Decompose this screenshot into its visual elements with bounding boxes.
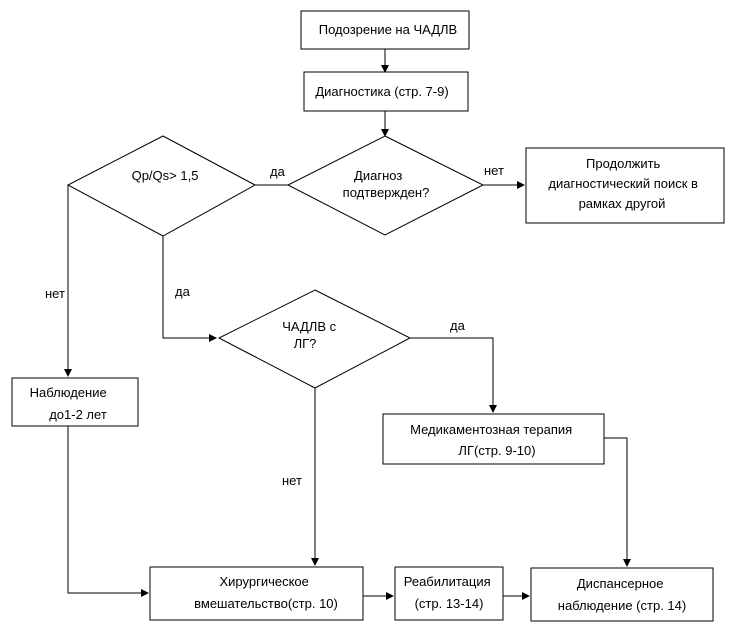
label-ratio-no: нет bbox=[45, 286, 65, 301]
edge-drug-dispensary bbox=[604, 437, 631, 567]
node-suspicion: Подозрение на ЧАДЛВ bbox=[300, 10, 470, 50]
node-ph: ЧАДЛВ с ЛГ? bbox=[217, 289, 412, 389]
label-ph-yes: да bbox=[450, 318, 466, 333]
node-observation-text: Наблюдение до1-2 лет bbox=[30, 385, 111, 422]
edge-ph-drug bbox=[410, 337, 497, 413]
node-observation: Наблюдение до1-2 лет bbox=[11, 377, 139, 427]
node-continue-search: Продолжить диагностический поиск в рамка… bbox=[525, 147, 725, 224]
node-diagnostics-text: Диагностика (стр. 7-9) bbox=[315, 84, 448, 99]
node-rehab-text: Реабилитация (стр. 13-14) bbox=[404, 574, 495, 611]
node-ratio: Qp/Qs> 1,5 bbox=[66, 135, 257, 237]
label-ratio-yes: да bbox=[175, 284, 191, 299]
edge-ratio-ph bbox=[162, 236, 217, 342]
node-confirmed: Диагноз подтвержден? bbox=[286, 135, 485, 236]
edge-observation-surgery bbox=[67, 426, 149, 597]
node-continue-search-text: Продолжить диагностический поиск в рамка… bbox=[548, 156, 701, 211]
label-confirmed-no: нет bbox=[484, 163, 504, 178]
node-drug-therapy: Медикаментозная терапия ЛГ(стр. 9-10) bbox=[382, 413, 605, 465]
node-rehab: Реабилитация (стр. 13-14) bbox=[394, 566, 504, 621]
node-suspicion-text: Подозрение на ЧАДЛВ bbox=[319, 22, 457, 37]
node-diagnostics: Диагностика (стр. 7-9) bbox=[303, 71, 469, 112]
node-drug-therapy-text: Медикаментозная терапия ЛГ(стр. 9-10) bbox=[410, 422, 576, 458]
node-ratio-text: Qp/Qs> 1,5 bbox=[132, 168, 199, 183]
node-dispensary: Диспансерное наблюдение (стр. 14) bbox=[530, 567, 714, 622]
node-surgery-text: Хирургическое вмешательство(стр. 10) bbox=[194, 574, 338, 611]
node-dispensary-text: Диспансерное наблюдение (стр. 14) bbox=[558, 576, 686, 613]
node-ph-text: ЧАДЛВ с ЛГ? bbox=[282, 319, 340, 351]
node-confirmed-text: Диагноз подтвержден? bbox=[343, 168, 430, 200]
node-surgery: Хирургическое вмешательство(стр. 10) bbox=[149, 566, 364, 621]
label-confirmed-yes: да bbox=[270, 164, 286, 179]
label-ph-no: нет bbox=[282, 473, 302, 488]
